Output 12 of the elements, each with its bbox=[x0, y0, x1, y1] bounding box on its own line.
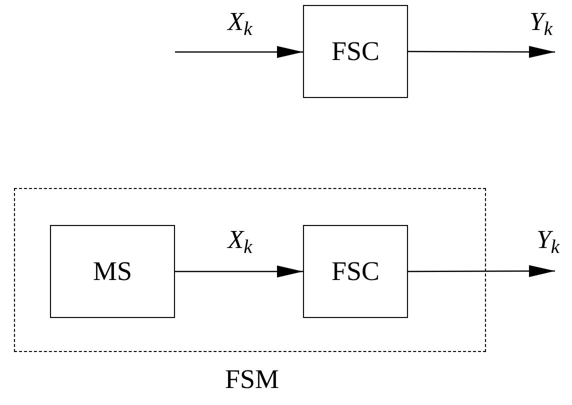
arrow bbox=[408, 46, 555, 58]
arrow bbox=[175, 266, 303, 278]
block-box: FSC bbox=[303, 225, 408, 318]
edge-label: X$_{k}$ bbox=[228, 227, 252, 253]
arrow bbox=[175, 46, 303, 58]
edge-label: Y$_{k}$ bbox=[536, 227, 560, 253]
edge-label: Y$_{k}$ bbox=[529, 9, 553, 35]
edge-label: X$_{k}$ bbox=[228, 9, 252, 35]
arrow bbox=[408, 265, 555, 278]
group-label: FSM bbox=[225, 366, 280, 393]
block-box: MS bbox=[50, 225, 175, 318]
block-box: FSC bbox=[303, 5, 408, 98]
